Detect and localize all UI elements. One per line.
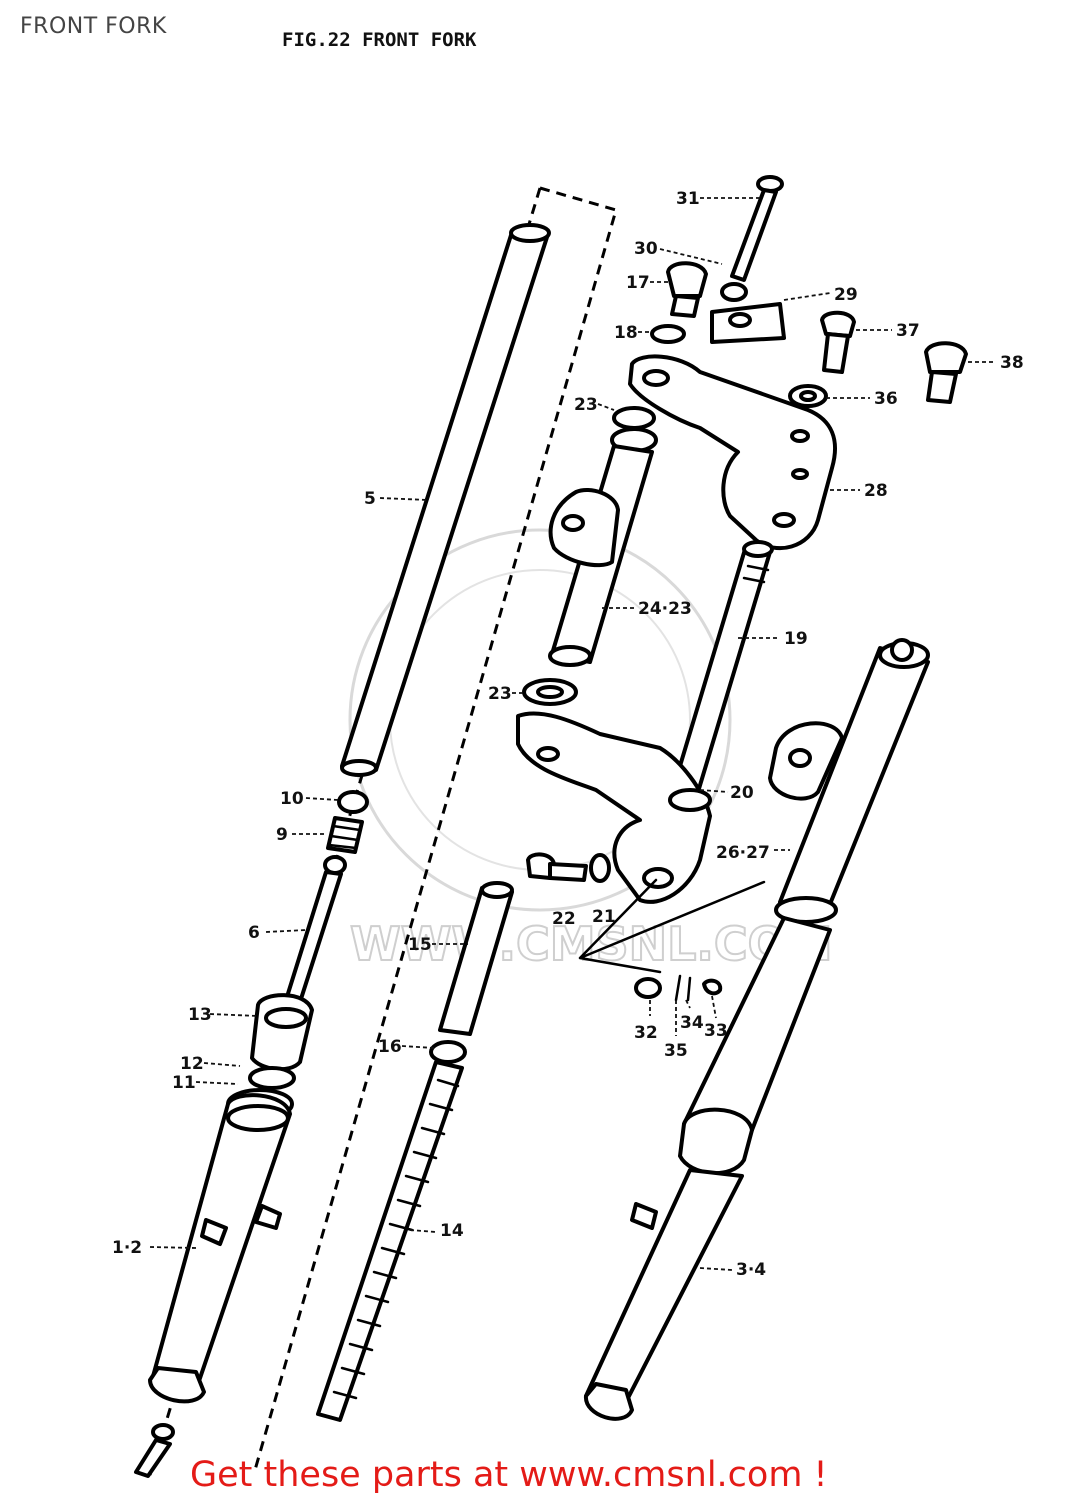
callout-13: 13	[188, 1005, 212, 1025]
part-9-rebound-spring	[326, 816, 364, 854]
part-22-bolt	[526, 852, 588, 882]
callout-34: 34	[680, 1013, 704, 1033]
part-28-upper-bracket	[628, 354, 837, 551]
part-21-washer	[589, 853, 611, 883]
part-10-damper-top	[337, 790, 369, 814]
part-23-bottom-bearing	[522, 678, 578, 706]
page-header: FRONT FORK	[20, 14, 167, 39]
callout-29: 29	[834, 285, 858, 305]
callout-23-bottom: 23	[488, 684, 512, 704]
part-6-damper-rod	[284, 855, 347, 1004]
watermark-text: WWW.CMSNL.COM	[350, 917, 833, 971]
callout-22: 22	[552, 909, 576, 929]
callout-11: 11	[172, 1073, 196, 1093]
callout-38: 38	[1000, 353, 1024, 373]
callout-28: 28	[864, 481, 888, 501]
callout-24-23: 24·23	[638, 599, 692, 619]
part-32-35-clip-hardware	[578, 878, 766, 1002]
part-15-inner-tube	[438, 881, 514, 1036]
callout-5: 5	[364, 489, 376, 509]
part-17-cap-bolt	[666, 261, 708, 318]
part-18-o-ring	[650, 324, 686, 344]
part-13-dust-seal	[250, 993, 314, 1072]
shop-link-banner[interactable]: Get these parts at www.cmsnl.com !	[190, 1455, 828, 1495]
callout-35: 35	[664, 1041, 688, 1061]
part-14-fork-spring	[316, 1060, 464, 1422]
callout-10: 10	[280, 789, 304, 809]
callout-33: 33	[704, 1021, 728, 1041]
part-1-2-left-lower-leg	[148, 1093, 292, 1404]
part-24-steering-tube	[548, 444, 654, 667]
callout-37: 37	[896, 321, 920, 341]
part-30-washer	[720, 282, 748, 302]
part-36-washer	[788, 384, 828, 408]
part-26-27-right-outer-tube	[768, 638, 930, 924]
callout-leaders	[149, 197, 996, 1271]
callout-32: 32	[634, 1023, 658, 1043]
callout-15: 15	[408, 935, 432, 955]
part-16-spring-seat	[429, 1040, 467, 1064]
callout-19: 19	[784, 629, 808, 649]
callout-12: 12	[180, 1054, 204, 1074]
part-31-bolt	[730, 175, 784, 282]
callout-36: 36	[874, 389, 898, 409]
callout-labels: 31 30 17 29 18 37 38 23 36 5 28 24·23 19…	[112, 189, 1024, 1280]
callout-30: 30	[634, 239, 658, 259]
part-37-bolt	[820, 310, 856, 374]
part-20-lower-bracket	[516, 711, 712, 904]
part-5-outer-tube	[340, 223, 551, 777]
callout-18: 18	[614, 323, 638, 343]
callout-17: 17	[626, 273, 650, 293]
callout-31: 31	[676, 189, 700, 209]
callout-16: 16	[378, 1037, 402, 1057]
part-3-4-right-lower-leg	[584, 916, 832, 1421]
callout-20: 20	[730, 783, 754, 803]
part-23-top-bearing	[610, 406, 658, 453]
part-29-clamp	[710, 302, 786, 344]
callout-9: 9	[276, 825, 288, 845]
callout-6: 6	[248, 923, 260, 943]
callout-3-4: 3·4	[736, 1260, 766, 1280]
part-drain-bolt	[134, 1423, 175, 1478]
callout-23-top: 23	[574, 395, 598, 415]
figure-title: FIG.22 FRONT FORK	[282, 29, 477, 51]
part-19-stem	[672, 540, 774, 794]
callout-14: 14	[440, 1221, 464, 1241]
part-38-bolt	[924, 341, 968, 404]
callout-26-27: 26·27	[716, 843, 770, 863]
callout-1-2: 1·2	[112, 1238, 142, 1258]
callout-21: 21	[592, 907, 616, 927]
